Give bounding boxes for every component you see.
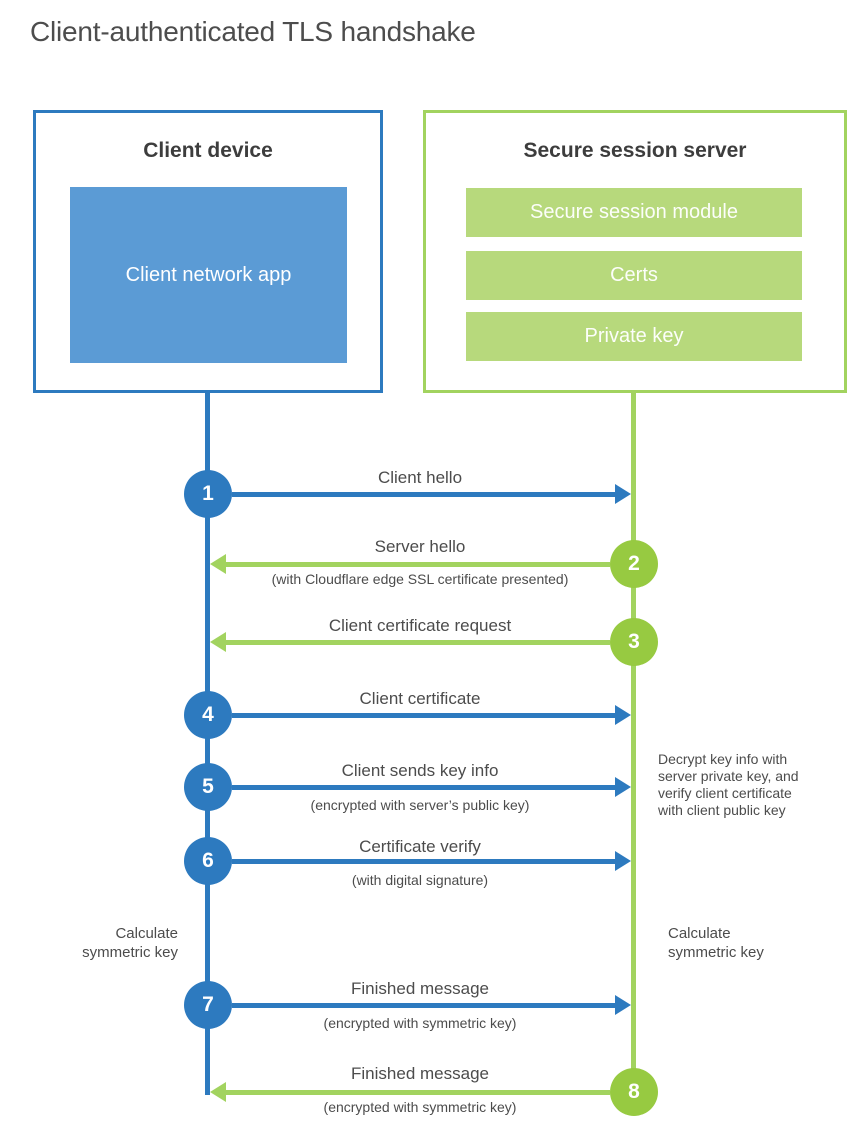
- arrow-left-icon: [210, 632, 226, 652]
- client-device-box: Client device Client network app: [33, 110, 383, 393]
- client-device-title: Client device: [143, 139, 273, 162]
- step-label: Finished message: [351, 1064, 489, 1083]
- step-number-badge: 7: [184, 981, 232, 1029]
- decrypt-key-info-note: Decrypt key info with server private key…: [658, 751, 838, 819]
- calculate-symmetric-key-server-note: Calculate symmetric key: [668, 925, 764, 961]
- arrow-shaft: [226, 1090, 610, 1095]
- step-number-badge: 6: [184, 837, 232, 885]
- client-network-app-box: Client network app: [70, 187, 347, 363]
- step-sublabel: (with Cloudflare edge SSL certificate pr…: [271, 571, 569, 587]
- step-label: Client sends key info: [341, 761, 499, 780]
- step-label: Finished message: [351, 979, 489, 998]
- step-label: Client hello: [377, 468, 463, 487]
- step-label: Server hello: [374, 537, 466, 556]
- arrow-right-icon: [615, 705, 631, 725]
- step-number-badge: 3: [610, 618, 658, 666]
- server-module-label: Secure session module: [530, 201, 738, 223]
- server-certs-bar: Certs: [466, 251, 802, 300]
- arrow-left-icon: [210, 1082, 226, 1102]
- note-line: verify client certificate: [658, 785, 792, 801]
- step-label: Client certificate: [359, 689, 481, 708]
- page-title: Client-authenticated TLS handshake: [30, 16, 476, 47]
- step-label: Certificate verify: [359, 837, 481, 856]
- secure-session-server-title: Secure session server: [523, 139, 747, 162]
- client-lifeline: [205, 391, 210, 1095]
- note-line: server private key, and: [658, 768, 799, 784]
- arrow-shaft: [232, 492, 615, 497]
- server-lifeline: [631, 391, 636, 1092]
- arrow-shaft: [232, 785, 615, 790]
- calculate-symmetric-key-client-note: Calculate symmetric key: [82, 925, 178, 961]
- step-number-badge: 8: [610, 1068, 658, 1116]
- client-network-app-label: Client network app: [125, 264, 292, 286]
- server-private-key-label: Private key: [584, 325, 684, 347]
- step-number-badge: 4: [184, 691, 232, 739]
- arrow-shaft: [226, 640, 610, 645]
- arrow-shaft: [232, 859, 615, 864]
- arrow-right-icon: [615, 777, 631, 797]
- step-sublabel: (encrypted with server’s public key): [310, 797, 530, 813]
- arrow-shaft: [232, 1003, 615, 1008]
- server-private-key-bar: Private key: [466, 312, 802, 361]
- step-number-badge: 5: [184, 763, 232, 811]
- step-sublabel: (encrypted with symmetric key): [323, 1015, 517, 1031]
- secure-session-server-box: Secure session server Secure session mod…: [423, 110, 847, 393]
- step-number-badge: 1: [184, 470, 232, 518]
- note-line: Decrypt key info with: [658, 751, 788, 767]
- step-sublabel: (with digital signature): [351, 872, 489, 888]
- step-sublabel: (encrypted with symmetric key): [323, 1099, 517, 1115]
- arrow-shaft: [232, 713, 615, 718]
- arrow-right-icon: [615, 995, 631, 1015]
- server-module-bar: Secure session module: [466, 188, 802, 237]
- arrow-left-icon: [210, 554, 226, 574]
- step-number-badge: 2: [610, 540, 658, 588]
- arrow-right-icon: [615, 484, 631, 504]
- arrow-right-icon: [615, 851, 631, 871]
- step-label: Client certificate request: [328, 616, 512, 635]
- arrow-shaft: [226, 562, 610, 567]
- note-line: with client public key: [658, 802, 786, 818]
- server-certs-label: Certs: [610, 264, 658, 286]
